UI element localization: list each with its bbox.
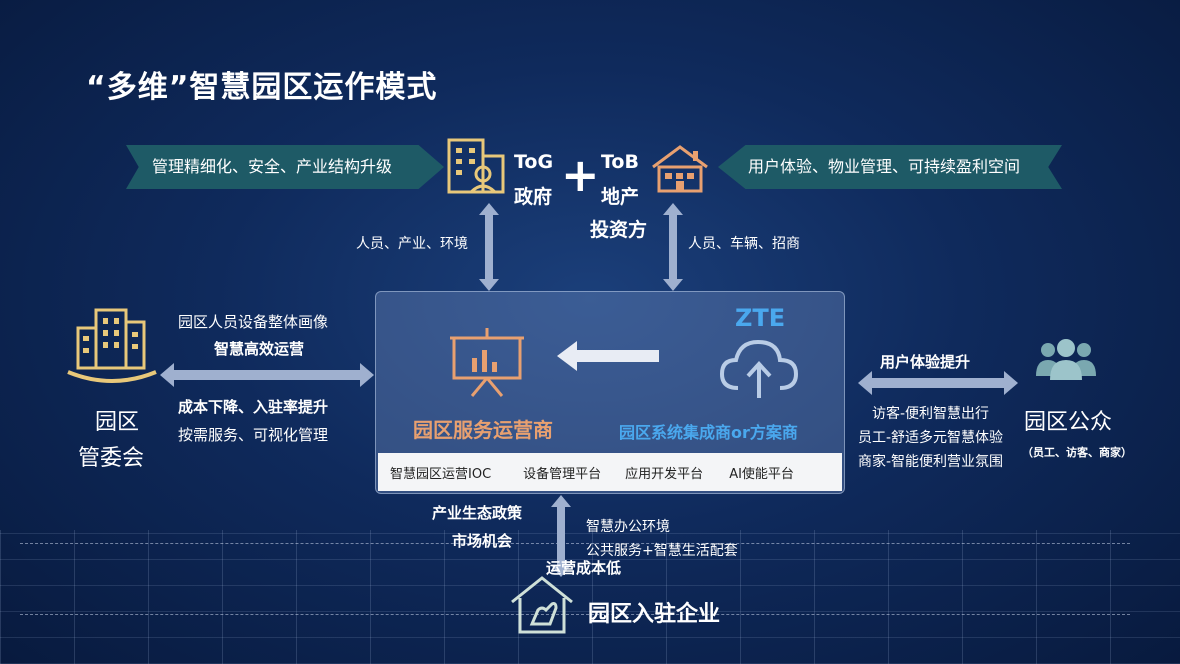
tob-flow-label: 人员、车辆、招商 (688, 236, 800, 252)
platform-ioc: 智慧园区运营IOC (390, 466, 492, 482)
public-title: 园区公众 (1024, 410, 1113, 435)
left-text-service: 按需服务、可视化管理 (178, 426, 329, 444)
public-item-employee: 员工-舒适多元智慧体验 (858, 430, 1004, 446)
people-group-icon (1036, 339, 1096, 380)
tob-name: 地产 (601, 186, 640, 208)
user-experience-headline: 用户体验提升 (880, 353, 971, 371)
enterprise-house-icon (511, 576, 573, 634)
page-title: “多维”智慧园区运作模式 (86, 70, 438, 105)
arrow-public-horizontal (858, 371, 1018, 395)
low-cost-label: 运营成本低 (546, 559, 622, 577)
office-environment: 智慧办公环境 (586, 519, 670, 535)
tob-code: ToB (601, 151, 639, 173)
policy-line2: 市场机会 (452, 532, 513, 550)
platform-device: 设备管理平台 (523, 466, 602, 482)
arrow-enterprise-vertical (551, 495, 571, 577)
arrow-tog-vertical (479, 203, 499, 291)
committee-line1: 园区 (95, 410, 140, 435)
public-item-visitor: 访客-便利智慧出行 (872, 406, 990, 422)
platform-bar: 智慧园区运营IOC 设备管理平台 应用开发平台 AI使能平台 (378, 453, 842, 491)
arrow-committee-horizontal (160, 363, 374, 387)
tog-code: ToG (514, 151, 554, 173)
committee-buildings-icon (67, 308, 157, 383)
committee-line2: 管委会 (78, 446, 145, 471)
left-text-portrait: 园区人员设备整体画像 (178, 313, 329, 331)
plus-sign: + (561, 148, 600, 202)
arrow-tob-vertical (663, 203, 683, 291)
presentation-board-icon (450, 328, 524, 397)
tog-name: 政府 (514, 186, 553, 208)
left-text-cost: 成本下降、入驻率提升 (178, 398, 329, 416)
horizon-line (20, 543, 1130, 544)
tob-banner: 用户体验、物业管理、可持续盈利空间 (718, 145, 1062, 189)
floor-line (20, 614, 1130, 615)
grid-floor (0, 530, 1180, 664)
real-estate-house-icon (652, 145, 708, 193)
cloud-upload-icon (719, 339, 799, 398)
public-item-merchant: 商家-智能便利营业氛围 (858, 454, 1004, 470)
government-building-icon (447, 138, 505, 194)
tob-investor: 投资方 (590, 219, 648, 241)
platform-ai: AI使能平台 (729, 466, 794, 482)
policy-line1: 产业生态政策 (432, 504, 523, 522)
zte-brand: ZTE (735, 304, 786, 332)
public-services: 公共服务+智慧生活配套 (586, 543, 738, 559)
platform-app-dev: 应用开发平台 (625, 466, 704, 482)
arrow-integrator-to-operator (557, 341, 659, 371)
public-subtitle: （员工、访客、商家） (1022, 446, 1132, 459)
enterprise-label: 园区入驻企业 (588, 602, 721, 627)
service-operator-label: 园区服务运营商 (413, 418, 553, 442)
tog-flow-label: 人员、产业、环境 (356, 236, 468, 252)
left-text-efficient: 智慧高效运营 (214, 340, 305, 358)
tog-banner: 管理精细化、安全、产业结构升级 (126, 145, 444, 189)
integrator-label: 园区系统集成商or方案商 (619, 423, 798, 442)
